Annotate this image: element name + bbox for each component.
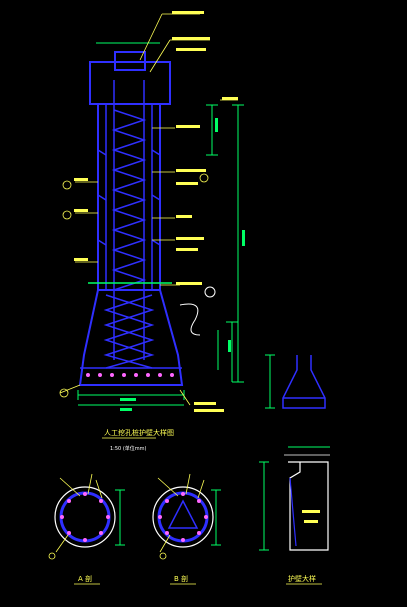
main-subtitle: 1:50 (单位mm) [110,445,147,452]
hook-detail [179,303,201,336]
shaft-segment-marks [97,149,161,246]
cad-small-text-marks [74,11,238,412]
hook-circle [204,286,216,298]
bell-stirrup-2 [103,294,155,369]
section-a-bars [60,492,110,542]
detail-label: 护壁大样 [288,574,316,583]
main-title: 人工挖孔桩护壁大样图 [104,428,174,437]
section-b-triangle [167,499,199,529]
pile-cap [89,61,171,105]
pile-top-notch [114,51,146,71]
section-b-label: B 剖 [174,574,188,583]
section-b-bars [158,492,208,542]
section-b-outer-ring [152,486,214,548]
small-bell-detail [282,355,326,409]
wall-detail-profile [288,461,329,551]
circled-markers [59,173,209,398]
section-a: A 剖 [48,473,125,585]
section-b-leaders [157,473,205,553]
cad-dim-text-marks [120,118,245,411]
bell-bottom [78,289,184,386]
wall-detail: 护壁大样 [259,446,330,585]
section-a-outer-ring [54,486,116,548]
bottom-rebar-dots [86,373,174,377]
section-a-leaders [55,473,103,553]
spiral-stirrup [111,109,147,291]
section-b: B 剖 [152,473,221,585]
pile-elevation [78,51,216,386]
section-a-label: A 剖 [78,574,92,583]
small-detail-dims [265,354,275,409]
dimension-lines [77,42,244,406]
